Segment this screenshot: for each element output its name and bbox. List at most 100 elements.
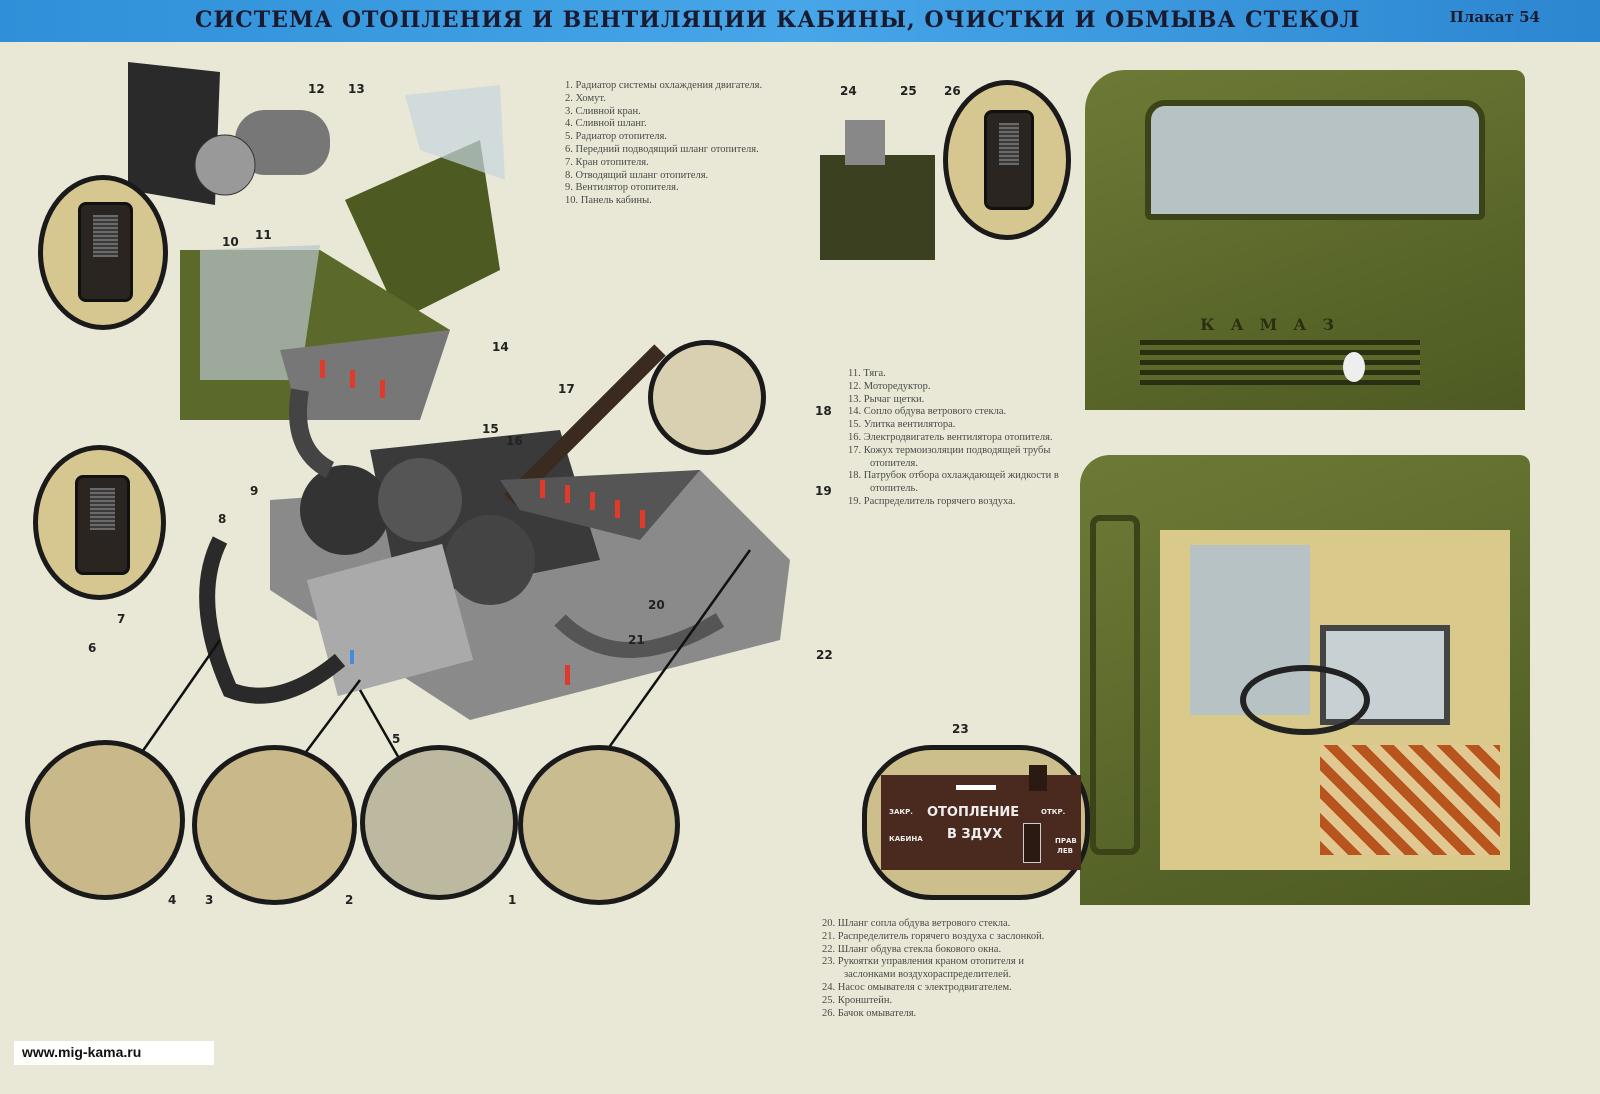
legend-item: 6. Передний подводящий шланг отопителя. <box>565 143 759 155</box>
panel-subtitle: В ЗДУХ <box>947 827 1003 842</box>
callout-22: 22 <box>816 648 833 662</box>
callout-23: 23 <box>952 722 969 736</box>
legend-item: 25. Кронштейн. <box>822 994 893 1006</box>
headlight <box>1343 352 1365 382</box>
callout-13: 13 <box>348 82 365 96</box>
poster-number: Плакат 54 <box>1449 8 1540 26</box>
label-closed: ЗАКР. <box>889 808 913 816</box>
callout-5: 5 <box>392 732 401 746</box>
legend-item: 11. Тяга. <box>848 368 886 379</box>
truck-front-view: КАМАЗ <box>1085 70 1525 410</box>
open-door <box>1090 515 1140 855</box>
legend-item: 18. Патрубок отбора охлаждающей жидкости… <box>848 470 1059 482</box>
callout-1: 1 <box>508 893 517 907</box>
callout-24: 24 <box>840 84 857 98</box>
legend-item: 15. Улитка вентилятора. <box>848 419 956 431</box>
legend-item: 8. Отводящий шланг отопителя. <box>565 169 709 181</box>
label-open: ОТКР. <box>1041 808 1066 816</box>
callout-19: 19 <box>815 484 832 498</box>
website-watermark: www.mig-kama.ru <box>14 1041 214 1065</box>
legend-item: 1. Радиатор системы охлаждения двигателя… <box>565 80 763 91</box>
legend-item: 21. Распределитель горячего воздуха с за… <box>822 930 1045 942</box>
legend-item: 14. Сопло обдува ветрового стекла. <box>848 406 1007 418</box>
legend-item: 5. Радиатор отопителя. <box>565 131 667 143</box>
callout-6: 6 <box>88 641 97 655</box>
heater-tap-lever[interactable] <box>1029 765 1047 791</box>
legend-item: 19. Распределитель горячего воздуха. <box>848 495 1016 507</box>
legend-item: отопитель. <box>870 483 918 495</box>
label-left: ЛЕВ <box>1057 847 1073 855</box>
legend-parts-11-19: 11. Тяга.12. Моторедуктор.13. Рычаг щетк… <box>848 368 1059 509</box>
legend-item: отопителя. <box>870 457 918 469</box>
steering-wheel <box>1240 665 1370 735</box>
heater-radiator <box>306 543 474 697</box>
callout-14: 14 <box>492 340 509 354</box>
callout-15: 15 <box>482 422 499 436</box>
air-distributor-detail <box>518 745 680 905</box>
legend-parts-20-26: 20. Шланг сопла обдува ветрового стекла.… <box>822 918 1044 1020</box>
callout-9: 9 <box>250 484 259 498</box>
callout-25: 25 <box>900 84 917 98</box>
wiper-lever-bracket <box>345 140 500 320</box>
legend-item: 3. Сливной кран. <box>565 105 641 117</box>
arrow-indicator <box>956 785 996 790</box>
fan-right <box>445 515 535 605</box>
wiper-switch <box>78 202 133 302</box>
legend-parts-1-10: 1. Радиатор системы охлаждения двигателя… <box>565 80 762 208</box>
heater-fan-switch-detail <box>33 445 166 600</box>
callout-21: 21 <box>628 633 645 647</box>
control-plate: ОТОПЛЕНИЕ В ЗДУХ ЗАКР. ОТКР. КАБИНА ПРАВ… <box>881 765 1081 870</box>
callout-26: 26 <box>944 84 961 98</box>
callout-12: 12 <box>308 82 325 96</box>
legend-item: 16. Электродвигатель вентилятора отопите… <box>848 431 1053 443</box>
header-bar: СИСТЕМА ОТОПЛЕНИЯ И ВЕНТИЛЯЦИИ КАБИНЫ, О… <box>0 0 1600 42</box>
legend-item: 24. Насос омывателя с электродвигателем. <box>822 981 1012 993</box>
wiper-switch-detail <box>38 175 168 330</box>
label-right: ПРАВ <box>1055 837 1077 845</box>
grille <box>1140 340 1420 385</box>
coolant-tap-detail <box>648 340 766 455</box>
washer-switch <box>984 110 1034 210</box>
legend-item: заслонками воздухораспределителей. <box>844 969 1012 981</box>
callout-10: 10 <box>222 235 239 249</box>
legend-item: 9. Вентилятор отопителя. <box>565 182 679 194</box>
legend-item: 23. Рукоятки управления краном отопителя… <box>822 956 1024 968</box>
clamp-detail <box>360 745 518 900</box>
callout-17: 17 <box>558 382 575 396</box>
poster-title: СИСТЕМА ОТОПЛЕНИЯ И ВЕНТИЛЯЦИИ КАБИНЫ, О… <box>195 7 1361 33</box>
callout-8: 8 <box>218 512 227 526</box>
legend-item: 22. Шланг обдува стекла бокового окна. <box>822 943 1002 955</box>
callout-11: 11 <box>255 228 272 242</box>
callout-7: 7 <box>117 612 126 626</box>
seat <box>1320 745 1500 855</box>
panel-title: ОТОПЛЕНИЕ <box>927 805 1020 820</box>
legend-item: 7. Кран отопителя. <box>565 156 649 168</box>
legend-item: 12. Моторедуктор. <box>848 380 931 392</box>
callout-20: 20 <box>648 598 665 612</box>
legend-item: 13. Рычаг щетки. <box>848 393 925 405</box>
heater-tap-detail <box>25 740 185 900</box>
truck-brand: КАМАЗ <box>1200 315 1350 334</box>
washer-reservoir <box>820 155 935 260</box>
insulated-pipe <box>504 344 666 506</box>
legend-item: 17. Кожух термоизоляции подводящей трубы <box>848 444 1051 456</box>
callout-16: 16 <box>506 434 523 448</box>
callout-2: 2 <box>345 893 354 907</box>
cab-interior-view <box>1080 455 1530 905</box>
fan-motor <box>378 458 462 542</box>
fan-left <box>300 465 390 555</box>
label-cabin: КАБИНА <box>889 835 923 843</box>
drain-tap-detail <box>192 745 357 905</box>
air-lever[interactable] <box>1023 823 1041 863</box>
legend-item: 20. Шланг сопла обдува ветрового стекла. <box>822 918 1011 929</box>
legend-item: 2. Хомут. <box>565 92 606 104</box>
legend-item: 10. Панель кабины. <box>565 195 652 207</box>
washer-switch-detail <box>943 80 1071 240</box>
heater-control-panel: ОТОПЛЕНИЕ В ЗДУХ ЗАКР. ОТКР. КАБИНА ПРАВ… <box>862 745 1090 900</box>
callout-4: 4 <box>168 893 177 907</box>
windshield <box>1145 100 1485 220</box>
legend-item: 4. Сливной шланг. <box>565 118 647 130</box>
callout-18: 18 <box>815 404 832 418</box>
heater-hoses <box>199 536 346 704</box>
